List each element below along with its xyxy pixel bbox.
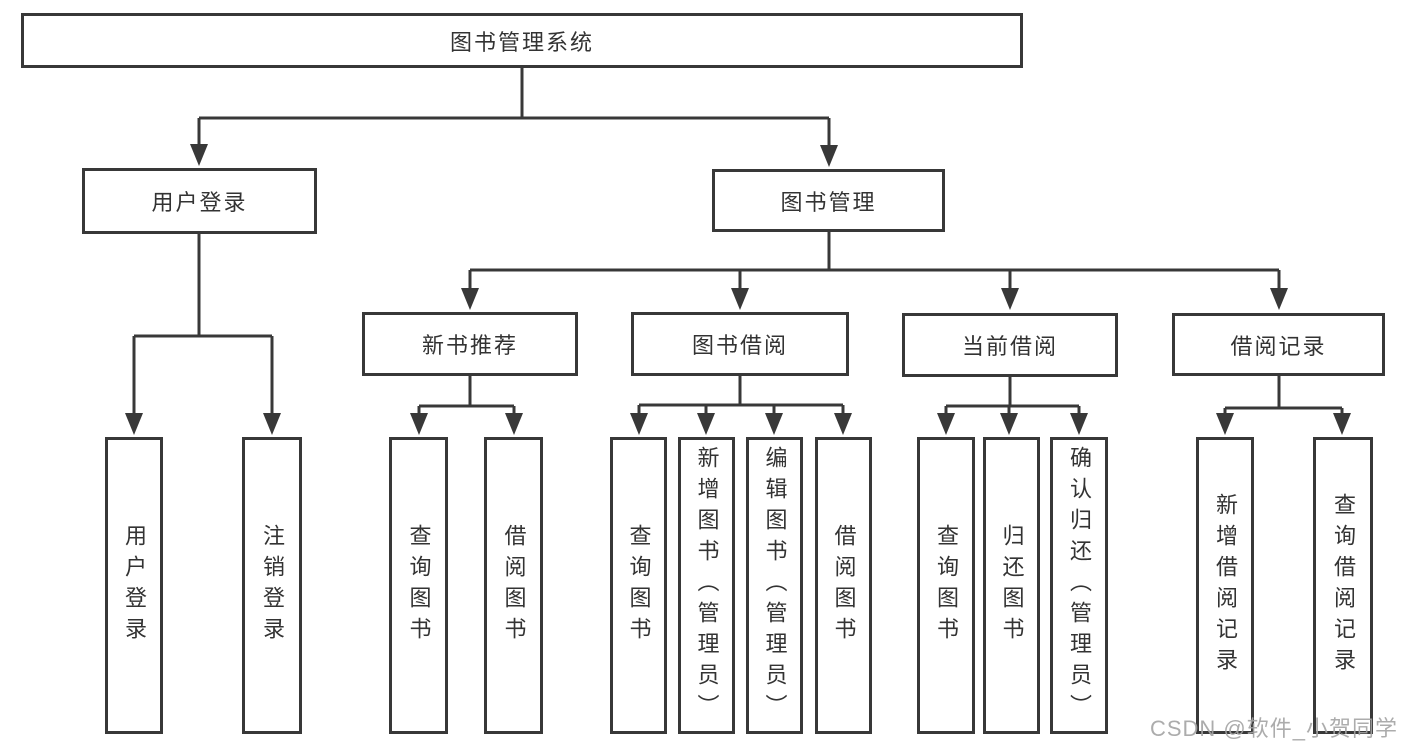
leaf-cb-query-books: 查询图书	[917, 437, 975, 734]
node-borrow-records: 借阅记录	[1172, 313, 1385, 376]
node-library-system: 图书管理系统	[21, 13, 1023, 68]
leaf-cb-return-books: 归还图书	[983, 437, 1040, 734]
leaf-nbr-query-books: 查询图书	[389, 437, 448, 734]
node-book-borrowing: 图书借阅	[631, 312, 849, 376]
leaf-bb-edit-books-admin: 编辑图书（管理员）	[746, 437, 803, 734]
leaf-bb-add-books-admin: 新增图书（管理员）	[678, 437, 735, 734]
leaf-bb-query-books: 查询图书	[610, 437, 667, 734]
node-user-login: 用户登录	[82, 168, 317, 234]
node-new-book-recommend: 新书推荐	[362, 312, 578, 376]
node-book-management: 图书管理	[712, 169, 945, 232]
leaf-bb-borrow-books: 借阅图书	[815, 437, 872, 734]
leaf-logout: 注销登录	[242, 437, 302, 734]
leaf-nbr-borrow-books: 借阅图书	[484, 437, 543, 734]
leaf-br-query-record: 查询借阅记录	[1313, 437, 1373, 734]
leaf-cb-confirm-return-admin: 确认归还（管理员）	[1050, 437, 1108, 734]
csdn-watermark: CSDN @软件_小贺同学	[1149, 716, 1398, 741]
node-current-borrowing: 当前借阅	[902, 313, 1118, 377]
leaf-br-add-record: 新增借阅记录	[1196, 437, 1254, 734]
leaf-user-login: 用户登录	[105, 437, 163, 734]
